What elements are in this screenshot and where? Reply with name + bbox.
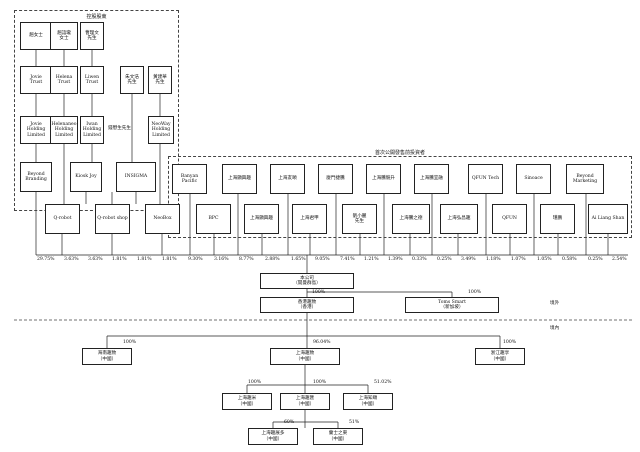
- pct-5: 1.81%: [137, 257, 152, 262]
- node-ms-zhao-helena: 趙詣瓏 女士: [50, 22, 78, 50]
- node-jin: 瑾鵬: [540, 204, 575, 234]
- region-offshore: 境外: [550, 301, 560, 306]
- node-beyond-marketing: Beyond Marketing: [566, 164, 604, 194]
- pct-6: 1.81%: [162, 257, 177, 262]
- node-qfun: QFUN: [492, 204, 527, 234]
- node-shanghai-2: 上海友頤: [270, 164, 305, 194]
- node-shanghai-7: 上海弘昌趣: [440, 204, 478, 234]
- node-shanghai-4: 上海騰競升: [366, 164, 401, 194]
- pct-18: 3.49%: [461, 257, 476, 262]
- node-neoway-holding: NeoWay Holding Limited: [148, 116, 174, 144]
- node-zhejiang: 浙江趣享 （中國）: [475, 348, 525, 365]
- pct-17: 0.25%: [437, 257, 452, 262]
- node-toms-smart: Toms Smart （新加坡）: [405, 297, 499, 313]
- pct-20: 1.07%: [511, 257, 526, 262]
- node-haikou: 海南趣致 （中國）: [82, 348, 132, 365]
- pct-sh-qumi: 100%: [248, 380, 262, 385]
- pct-company-toms: 100%: [468, 290, 482, 295]
- pct-9: 8.77%: [239, 257, 254, 262]
- pct-12: 9.05%: [315, 257, 330, 262]
- node-mr-cao: 曹理文 先生: [80, 22, 104, 50]
- pct-11: 1.65%: [291, 257, 306, 262]
- pct-sh-quzhan: 60%: [284, 420, 295, 425]
- node-shanghai-3: 上海君甲: [292, 204, 327, 234]
- node-shanghai-quzhi: 上海趣致 （中國）: [270, 348, 340, 365]
- node-sinoace: Sinoace: [516, 164, 551, 194]
- pct-company-hk: 100%: [312, 290, 326, 295]
- pct-3: 3.63%: [88, 257, 103, 262]
- node-banyan-pacific: Banyan Pacific: [172, 164, 207, 194]
- node-mr-zhu: 朱文浩 先生: [120, 66, 144, 94]
- node-shanghai-qumi: 上海趣米 （中國）: [222, 393, 272, 410]
- node-shanghai-5: 上海騰之德: [392, 204, 430, 234]
- pct-21: 1.05%: [537, 257, 552, 262]
- node-ms-zhao: 趙女士: [20, 22, 52, 50]
- pct-1: 29.75%: [37, 257, 55, 262]
- node-jianteng: 廈門捷騰: [318, 164, 353, 194]
- pct-sh-quhui: 100%: [313, 380, 327, 385]
- pct-22: 0.58%: [562, 257, 577, 262]
- preipo-investors-title: 首次公開發售前投資者: [374, 150, 425, 156]
- node-shanghai-quhui: 上海趣匯 （中國）: [280, 393, 330, 410]
- node-jovie-holding: Jovie Holding Limited: [20, 116, 52, 144]
- node-shanghai-quzhan: 上海趣展多 （中國）: [248, 428, 298, 445]
- node-hk-quzhi: 香港趣致 （香港）: [260, 297, 354, 313]
- node-shanghai-6: 上海騰宜融: [414, 164, 449, 194]
- node-liwen-trust: Liwen Trust: [80, 66, 104, 94]
- node-lanzhi: 蘭士之東 （中國）: [313, 428, 363, 445]
- pct-10: 2.88%: [265, 257, 280, 262]
- pct-19: 1.18%: [486, 257, 501, 262]
- node-insigma: INSIGMA: [116, 162, 156, 192]
- controlling-shareholders-title: 控股股東: [86, 14, 107, 20]
- node-beyond-branding: Beyond Branding: [20, 162, 52, 192]
- pct-8: 3.16%: [214, 257, 229, 262]
- node-shanghai-1: 上海顯興趣: [222, 164, 257, 194]
- pct-16: 0.33%: [412, 257, 427, 262]
- node-qrobot: Q-robot: [45, 204, 80, 234]
- node-mr-liu: 劉小麗 先生: [342, 204, 377, 234]
- pct-7: 9.30%: [188, 257, 203, 262]
- pct-23: 0.25%: [588, 257, 603, 262]
- pct-zhejiang: 100%: [503, 340, 517, 345]
- node-helena-trust: Helena Trust: [50, 66, 78, 94]
- preipo-investors-group: [168, 156, 632, 238]
- pct-13: 7.41%: [340, 257, 355, 262]
- pct-24: 2.54%: [612, 257, 627, 262]
- pct-sh-quzhi: 96.04%: [313, 340, 331, 345]
- node-helenaneo-holding: Helenaneo Holding Limited: [50, 116, 78, 144]
- pct-15: 1.39%: [388, 257, 403, 262]
- pct-sh-zhiyi: 51.02%: [374, 380, 392, 385]
- pct-haikou: 100%: [123, 340, 137, 345]
- node-ai-liang-shan: Ai Liang Shan: [588, 204, 628, 234]
- node-company: 本公司 （開曼群島）: [260, 273, 354, 289]
- node-iwan-holding: Iwan Holding Limited: [80, 116, 104, 144]
- region-onshore: 境內: [550, 326, 560, 331]
- node-shanghai-zhiyi: 上海知頤 （中國）: [343, 393, 393, 410]
- node-qfun-tech: QFUN Tech: [468, 164, 503, 194]
- pct-4: 1.81%: [112, 257, 127, 262]
- node-mr-huang: 黃建華 先生: [148, 66, 172, 94]
- node-qrobot-shop: Q-robot shop: [95, 204, 130, 234]
- node-neobox: NeoBox: [145, 204, 180, 234]
- node-jovie-trust: Jovie Trust: [20, 66, 52, 94]
- node-bpc: BPC: [196, 204, 231, 234]
- node-kiosk-joy: Kiosk Joy: [70, 162, 102, 192]
- pct-2: 3.63%: [64, 257, 79, 262]
- node-shanghai-1b: 上海顯興趣: [244, 204, 279, 234]
- node-mr-qian: 錢懋生先生: [108, 126, 131, 131]
- pct-lanzhi: 51%: [349, 420, 360, 425]
- pct-14: 1.21%: [364, 257, 379, 262]
